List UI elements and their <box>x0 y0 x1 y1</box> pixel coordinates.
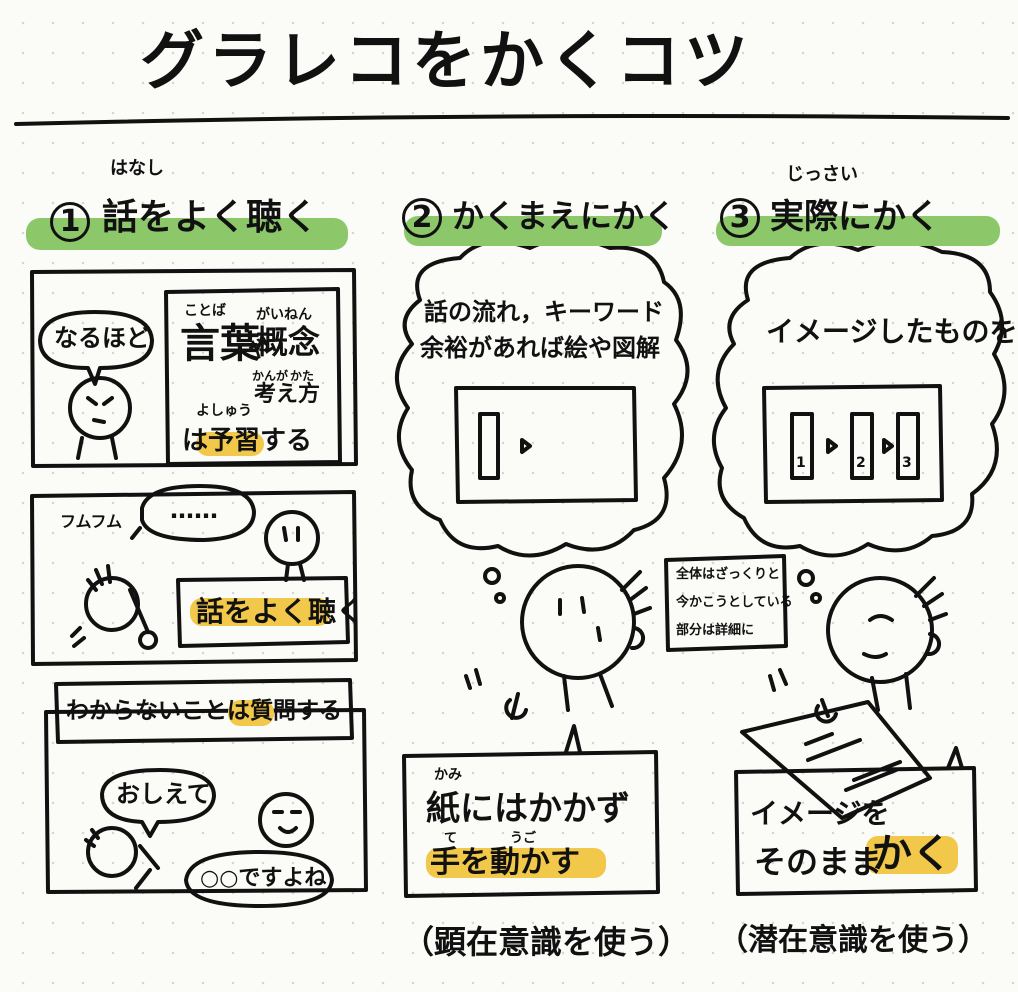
page-title: グラレコをかくコツ <box>140 25 752 99</box>
step2-number: 2 <box>402 198 442 238</box>
panel2-sign-frame <box>176 576 350 648</box>
col2-head <box>520 564 636 680</box>
col3-screen <box>762 384 944 504</box>
panel1-notes-frame <box>164 287 342 466</box>
col2-cloud <box>394 237 690 558</box>
col3-note-line1: イメージを <box>750 797 890 830</box>
col3-frame-1: 1 <box>796 455 806 471</box>
panel2-listener-head <box>264 510 320 566</box>
col3-cloud-text: イメージしたものを <box>766 315 1018 348</box>
panel1-note-gainen: 概念 <box>256 323 321 361</box>
panel1-note-kotoba: 言葉 <box>180 321 260 367</box>
panel2-bubble-text: …… <box>170 496 218 524</box>
col2-note-ruby2b: うご <box>510 831 537 846</box>
col2-note-highlight <box>426 848 606 878</box>
col2-caption: （顕在意識を使う） <box>402 923 691 961</box>
panel1-note-ruby-kata: かた <box>290 369 315 383</box>
panel1-bubble-shape <box>38 310 154 386</box>
step1-ruby: はなし <box>110 158 164 179</box>
panel1-frame <box>30 268 358 468</box>
panel3-header-text: わからないことは質問する <box>66 698 342 724</box>
col3-note-line2a: そのまま <box>754 843 883 881</box>
panel1-note-ruby-gainen: がいねん <box>256 307 312 323</box>
step3-label: 実際にかく <box>770 197 940 237</box>
col3-note-line2b: かく <box>872 831 952 877</box>
panel2-bubble-shape <box>140 484 256 542</box>
col2-screen <box>454 386 638 504</box>
col2-cloud-line2: 余裕があれば絵や図解 <box>420 334 660 362</box>
col3-head <box>826 576 934 684</box>
panel3-header-frame <box>54 678 354 744</box>
step2-label: かくまえにかく <box>452 197 677 235</box>
panel1-note-ruby-kanga: かんが <box>252 369 289 383</box>
step1-number: 1 <box>50 202 90 242</box>
col3-side-note-2: 今かこうとしている <box>676 595 793 610</box>
panel3-bubble-left <box>100 768 216 838</box>
panel1-note-kanga: 考 <box>254 382 277 407</box>
panel1-head <box>68 376 132 440</box>
panel3-left-head <box>86 826 138 878</box>
panel1-note-ruby-kotoba: ことば <box>184 303 226 319</box>
panel1-note-kata: え方 <box>276 382 321 407</box>
col3-side-note-frame <box>664 554 788 652</box>
panel2-sign-text: 話をよく聴く <box>196 595 365 628</box>
col2-note-ruby1: かみ <box>434 767 462 783</box>
panel3-bubble-left-text: おしえて <box>116 780 211 808</box>
panel3-bubble-right <box>184 850 334 908</box>
col3-frame-3: 3 <box>902 455 912 471</box>
step1-label: 話をよく聴く <box>102 197 319 238</box>
panel3-header-highlight <box>228 700 274 726</box>
col3-paper <box>740 700 932 820</box>
panel1-note-ya: や <box>248 338 271 363</box>
panel1-study-ruby: よしゅう <box>196 403 252 419</box>
panel2-frame <box>30 490 358 666</box>
step3-highlight <box>716 216 1000 246</box>
col2-note-line2: 手を動かす <box>430 845 580 880</box>
step3-ruby: じっさい <box>786 164 858 185</box>
panel1-study-text: は予習する <box>182 426 313 456</box>
title-underline <box>14 114 1010 126</box>
col3-frame-2: 2 <box>856 455 866 471</box>
panel1-bubble-text: なるほど <box>54 324 150 352</box>
col2-note-line1: 紙にはかかず <box>426 789 630 829</box>
col3-caption: （潜在意識を使う） <box>718 923 988 958</box>
step2-highlight <box>404 216 662 246</box>
panel1-study-highlight <box>196 432 264 456</box>
panel2-fumu: フムフム <box>60 512 123 531</box>
panel2-sign-highlight <box>190 598 330 626</box>
col3-note-highlight <box>866 836 958 874</box>
step3-number: 3 <box>720 198 760 238</box>
col3-cloud <box>711 239 1007 558</box>
panel3-bubble-right-text: ○○ですよね <box>200 866 327 891</box>
col3-side-note-3: 部分は詳細に <box>676 623 755 638</box>
panel3-right-head <box>258 792 314 848</box>
col3-side-note-1: 全体はざっくりと <box>676 567 781 582</box>
col3-note-frame <box>734 766 978 896</box>
col2-note-ruby2a: て <box>444 831 458 846</box>
col2-note-frame <box>402 750 660 898</box>
col2-cloud-line1: 話の流れ，キーワード <box>424 298 664 326</box>
